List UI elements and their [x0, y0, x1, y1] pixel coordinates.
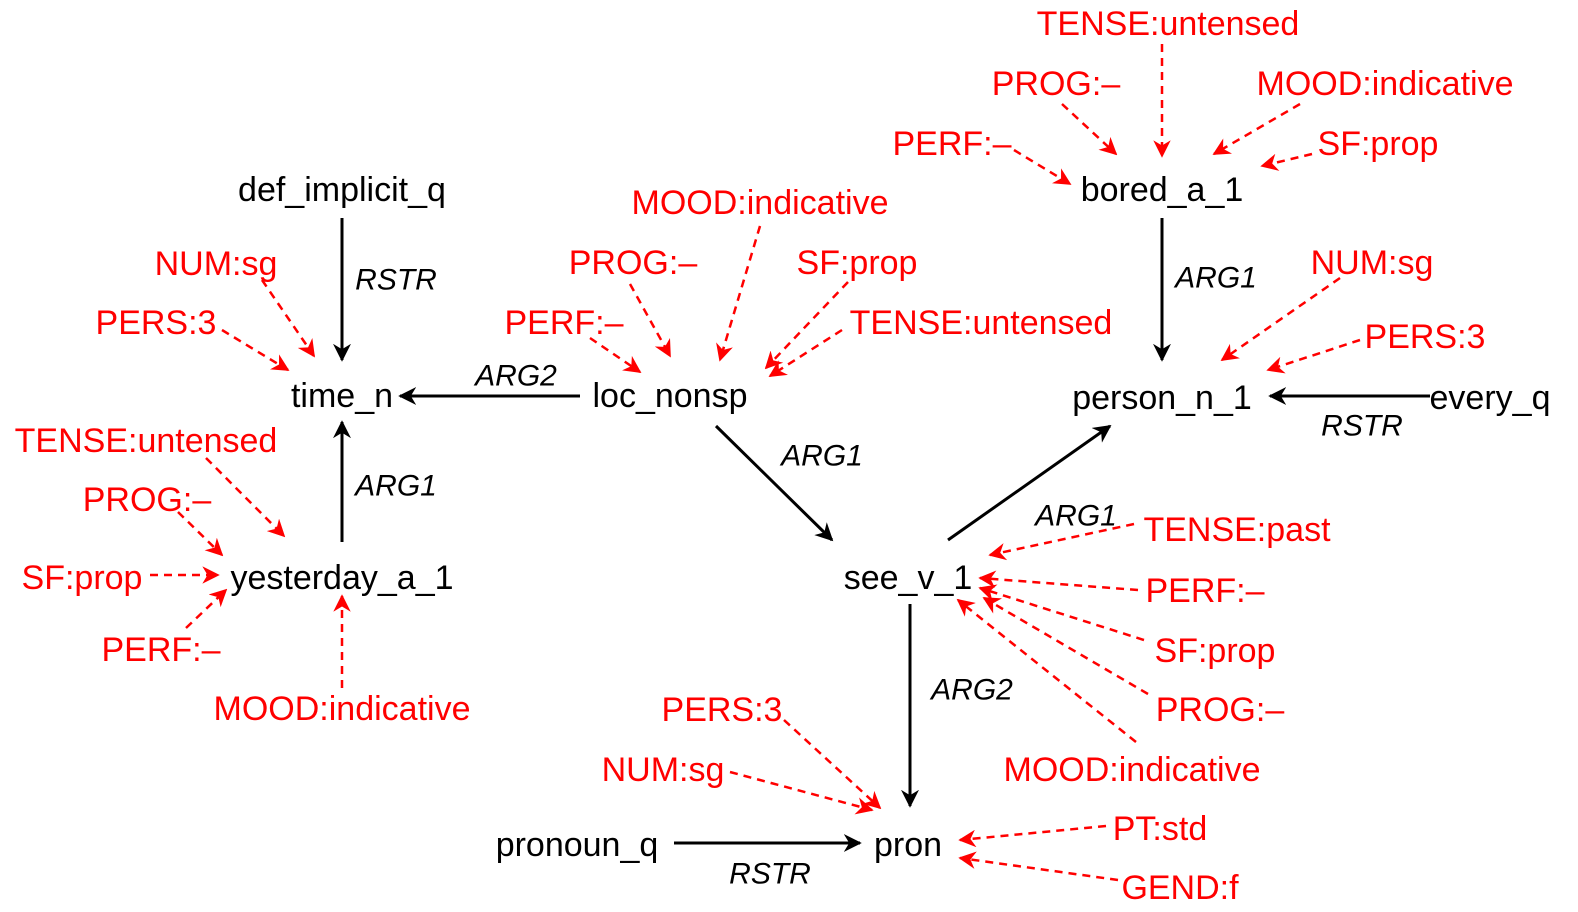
property-edge	[956, 598, 1137, 743]
property-edge	[982, 596, 1149, 696]
edge-label: ARG2	[929, 674, 1013, 707]
property-label: PROG:–	[1156, 691, 1285, 729]
edge-label: ARG1	[1033, 500, 1117, 533]
property-edge	[978, 584, 1145, 642]
node-loc-nonsp: loc_nonsp	[592, 377, 747, 415]
property-label: MOOD:indicative	[632, 184, 889, 222]
node-person-n-1: person_n_1	[1072, 379, 1252, 417]
property-edge	[1260, 152, 1313, 171]
property-label: PERF:–	[101, 631, 220, 669]
node-yesterday-a-1: yesterday_a_1	[230, 559, 453, 597]
node-labels: def_implicit_q time_n loc_nonsp yesterday_a…	[230, 171, 1550, 864]
node-see-v-1: see_v_1	[844, 559, 973, 597]
property-label: PERF:–	[892, 125, 1011, 163]
relation-edge	[947, 424, 1112, 542]
node-def-implicit-q: def_implicit_q	[238, 171, 446, 209]
property-label: PERF:–	[1145, 572, 1264, 610]
edge-label: ARG1	[779, 440, 863, 473]
property-label: SF:prop	[22, 559, 143, 597]
property-label: PERS:3	[96, 304, 217, 342]
property-edge	[1061, 103, 1118, 156]
property-labels: NUM:sgPERS:3TENSE:untensedPROG:–SF:propP…	[15, 5, 1514, 907]
edge-label: RSTR	[1321, 410, 1403, 443]
property-edges	[150, 44, 1361, 882]
property-label: PROG:–	[83, 481, 212, 519]
property-label: NUM:sg	[602, 751, 725, 789]
property-label: NUM:sg	[1311, 244, 1434, 282]
property-label: GEND:f	[1121, 869, 1239, 907]
property-label: MOOD:indicative	[1004, 751, 1261, 789]
property-edge	[589, 336, 642, 374]
property-edge	[768, 328, 843, 378]
node-pronoun-q: pronoun_q	[496, 826, 659, 864]
property-edge	[729, 770, 874, 815]
property-label: PROG:–	[569, 244, 698, 282]
property-label: SF:prop	[1155, 632, 1276, 670]
edge-label: ARG1	[353, 470, 437, 503]
property-label: MOOD:indicative	[214, 690, 471, 728]
property-edge	[221, 328, 290, 372]
property-edge	[958, 851, 1119, 882]
property-edge	[185, 588, 228, 629]
property-edge	[764, 281, 849, 370]
property-label: TENSE:untensed	[850, 304, 1113, 342]
node-every-q: every_q	[1430, 379, 1551, 417]
property-edge	[1266, 338, 1361, 374]
property-edge	[1212, 102, 1301, 156]
property-label: TENSE:past	[1143, 511, 1331, 549]
property-label: SF:prop	[797, 244, 918, 282]
property-edge	[260, 279, 316, 358]
property-edge	[628, 283, 672, 358]
property-label: PERS:3	[1365, 318, 1486, 356]
node-time-n: time_n	[291, 377, 393, 415]
property-label: PT:std	[1113, 810, 1207, 848]
edge-label: RSTR	[729, 858, 811, 891]
node-bored-a-1: bored_a_1	[1081, 171, 1244, 209]
property-edge	[716, 225, 762, 362]
property-label: MOOD:indicative	[1257, 65, 1514, 103]
property-edge	[1220, 276, 1341, 362]
property-edge	[978, 570, 1139, 592]
property-label: NUM:sg	[155, 245, 278, 283]
property-edge	[177, 511, 224, 557]
property-label: TENSE:untensed	[15, 422, 278, 460]
property-edge	[783, 719, 882, 810]
property-edge	[958, 824, 1107, 848]
edge-label: ARG1	[1173, 262, 1257, 295]
edge-label: RSTR	[355, 264, 437, 297]
property-edge	[1013, 148, 1072, 186]
relation-edges	[333, 218, 1430, 852]
property-label: PERS:3	[662, 691, 783, 729]
property-label: PROG:–	[992, 65, 1121, 103]
property-label: PERF:–	[504, 304, 623, 342]
node-pron: pron	[874, 826, 942, 864]
edge-label: ARG2	[473, 360, 557, 393]
relation-edge	[714, 424, 834, 542]
property-edge	[205, 457, 286, 538]
property-label: TENSE:untensed	[1037, 5, 1300, 43]
property-label: SF:prop	[1318, 125, 1439, 163]
property-edge	[988, 522, 1135, 561]
